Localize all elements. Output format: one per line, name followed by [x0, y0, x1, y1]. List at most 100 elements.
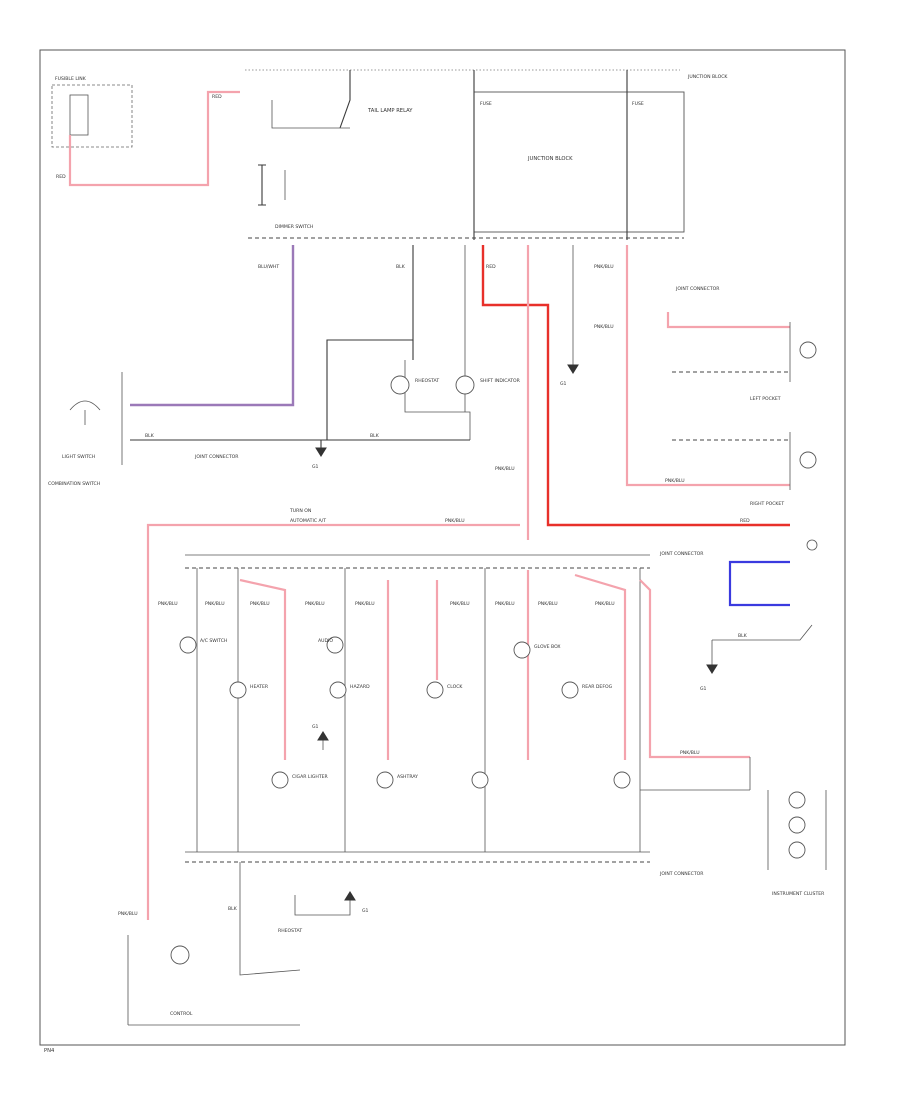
wire-label-pnk-8: PNK/BLU [158, 601, 178, 607]
audio-bulb-icon [326, 636, 344, 654]
cluster-bulb-2-icon [788, 816, 806, 834]
ground-label-4: G1 [700, 686, 707, 692]
wire-black-rheostat [326, 245, 414, 440]
combination-switch-label: COMBINATION SWITCH [48, 481, 100, 487]
ground-label-1: G1 [560, 381, 567, 387]
wire-label-pnk-7: PNK/BLU [680, 750, 700, 756]
wire-thin-rheostat [404, 360, 471, 440]
shift-indicator-label: SHIFT INDICATOR [480, 378, 521, 384]
rear-defog-label: REAR DEFOG [582, 684, 613, 690]
note-1: TURN ON [289, 508, 311, 514]
ground-symbol-3 [317, 731, 329, 741]
diagram-code: PN4 [44, 1048, 55, 1054]
wire-black-switch [712, 624, 813, 641]
heater-label: HEATER [250, 684, 269, 690]
fusible-link-label: FUSIBLE LINK [55, 76, 87, 82]
cigar-lighter-bulb-icon [271, 771, 289, 789]
wire-label-pnk-6: PNK/BLU [118, 911, 138, 917]
wire-label-pnk-15: PNK/BLU [538, 601, 558, 607]
wire-control-black [239, 862, 301, 976]
ground-label-5: G1 [362, 908, 369, 914]
wire-pink-left-long [146, 523, 520, 920]
connector-label-lightswitch: JOINT CONNECTOR [194, 454, 239, 460]
left-pocket-bulb-icon [799, 341, 817, 359]
connector-label-cluster: JOINT CONNECTOR [659, 871, 704, 877]
wire-label-red-4: RED [740, 518, 750, 524]
light-switch-label: LIGHT SWITCH [62, 454, 95, 460]
tail-lamp-relay-coil [271, 100, 350, 129]
wire-label-blk-4: BLK [738, 633, 748, 639]
ac-switch-label: A/C SWITCH [200, 638, 227, 644]
right-pocket-bulb-icon [799, 451, 817, 469]
wire-label-pnk-4: PNK/BLU [495, 466, 515, 472]
right-pocket-label: RIGHT POCKET [750, 501, 784, 507]
branch-pink-right [639, 579, 750, 759]
note-2: AUTOMATIC A/T [290, 518, 326, 524]
wire-label-pnk-12: PNK/BLU [355, 601, 375, 607]
instrument-cluster-label: INSTRUMENT CLUSTER [772, 891, 825, 897]
ashtray-bulb-icon [376, 771, 394, 789]
glove-box-bulb-icon [513, 641, 531, 659]
junction-block-label: JUNCTION BLOCK [527, 156, 573, 162]
wire-purple [130, 245, 295, 407]
hazard-label: HAZARD [350, 684, 370, 690]
ground-symbol-5 [344, 891, 356, 901]
junction-block-box [473, 91, 685, 233]
wire-label-pnk-9: PNK/BLU [205, 601, 225, 607]
dimmer-switch-bracket [258, 164, 266, 206]
rheostat-bulb-icon [390, 375, 410, 395]
wire-label-pnk-14: PNK/BLU [495, 601, 515, 607]
audio-label: AUDIO [318, 638, 333, 644]
ground-label-2: G1 [312, 464, 319, 470]
ground-symbol-1 [567, 364, 579, 374]
wire-label-red-2: RED [212, 94, 222, 100]
wire-pink-pocket [625, 245, 790, 487]
clock-bulb-icon [426, 681, 444, 699]
wire-label-red-3: RED [486, 264, 496, 270]
cluster-bulb-3-icon [788, 841, 806, 859]
control-bracket [127, 935, 300, 1026]
rheostat-bottom-label: RHEOSTAT [278, 928, 302, 934]
control-label: CONTROL [170, 1011, 193, 1017]
wire-label-pnk-3: PNK/BLU [665, 478, 685, 484]
cigar-lighter-label: CIGAR LIGHTER [292, 774, 329, 780]
rear-defog-bulb-icon [561, 681, 579, 699]
ac-switch-bulb-icon [179, 636, 197, 654]
shift-indicator-bulb-icon [455, 375, 475, 395]
connector-ring-icon [806, 539, 818, 551]
tail-lamp-relay-contact [339, 70, 351, 129]
wire-pink-pocket-upper [666, 312, 790, 329]
connector-label-lower: JOINT CONNECTOR [659, 551, 704, 557]
hazard-bulb-icon [329, 681, 347, 699]
lower-bulb-3-icon [471, 771, 489, 789]
wire-rheo-gnd [294, 895, 351, 916]
light-switch-arc [69, 400, 101, 411]
ground-label-3: G1 [312, 724, 319, 730]
connector-label-upper: JOINT CONNECTOR [675, 286, 720, 292]
rheostat-label: RHEOSTAT [415, 378, 439, 384]
control-bulb-icon [170, 945, 190, 965]
junction-block-side-label: JUNCTION BLOCK [687, 74, 728, 80]
wire-label-blk-1: BLK [396, 264, 406, 270]
wire-label-blk-5: BLK [228, 906, 238, 912]
clock-label: CLOCK [447, 684, 463, 690]
wire-red-main [481, 245, 790, 527]
glove-box-label: GLOVE BOX [534, 644, 561, 650]
wire-label-pnk-2: PNK/BLU [594, 324, 614, 330]
tail-lamp-relay-label: TAIL LAMP RELAY [367, 108, 413, 114]
wire-label-blk-3: BLK [370, 433, 380, 439]
fuse-top2-label: FUSE [632, 101, 644, 107]
wire-red-fuselink [68, 90, 240, 187]
wire-label-pnk-10: PNK/BLU [250, 601, 270, 607]
wire-label-pnk-16: PNK/BLU [595, 601, 615, 607]
fusible-link-box [51, 84, 133, 148]
ashtray-label: ASHTRAY [397, 774, 418, 780]
ground-symbol-2 [315, 447, 327, 457]
fusible-link-inner [69, 94, 89, 136]
cluster-bulb-1-icon [788, 791, 806, 809]
ground-symbol-4 [706, 664, 718, 674]
branch-3-pink [239, 578, 287, 760]
instrument-cluster-bracket [767, 790, 827, 870]
heater-bulb-icon [229, 681, 247, 699]
